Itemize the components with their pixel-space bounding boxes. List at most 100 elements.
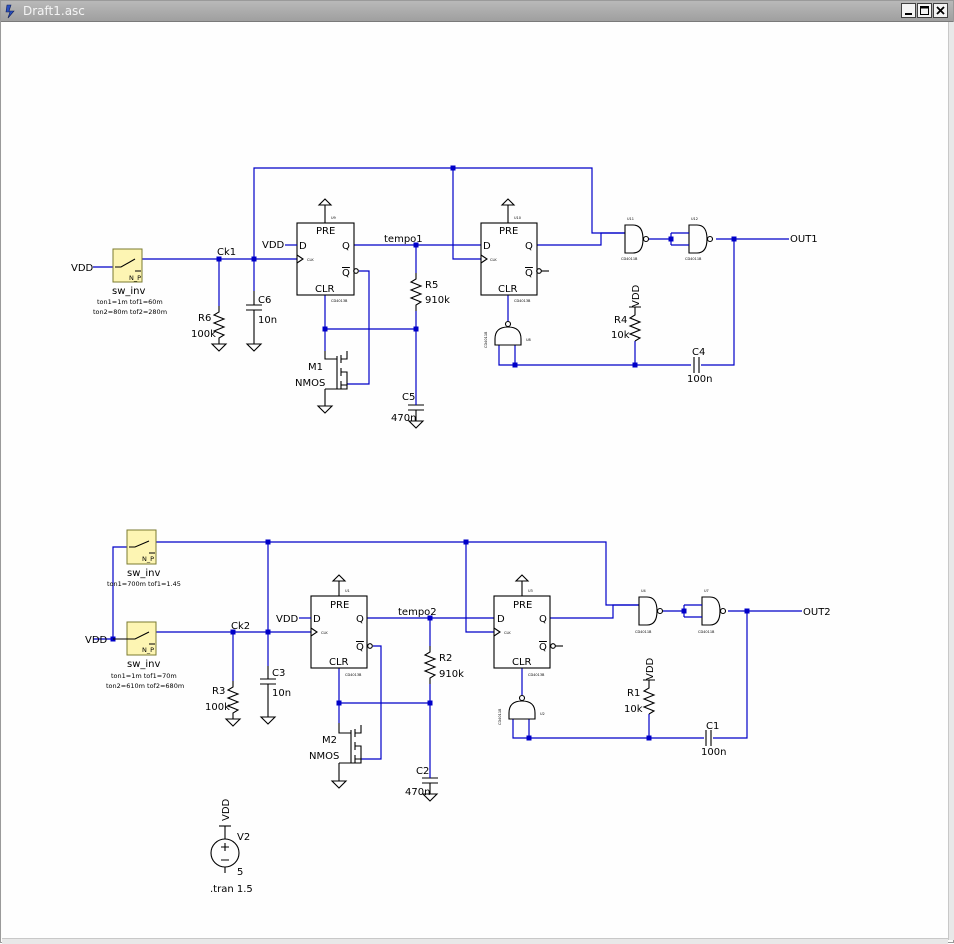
circuit-1: VDD N_P sw_inv ton1=1m tof1=60m ton2=80m… (71, 165, 818, 429)
flip-flop-u1[interactable] (310, 574, 373, 669)
svg-text:Q: Q (525, 241, 533, 252)
switch-name: sw_inv (112, 286, 146, 297)
flip-flop-u9[interactable] (296, 198, 359, 296)
svg-text:VDD: VDD (631, 284, 642, 307)
wire[interactable] (361, 645, 382, 760)
flip-flop-u10[interactable] (480, 198, 549, 296)
minimize-button[interactable] (901, 3, 916, 18)
svg-text:D: D (497, 614, 505, 625)
wire[interactable] (156, 541, 639, 606)
switch-sw-inv[interactable]: N_P (112, 248, 143, 283)
nand-gate-u11[interactable] (624, 224, 650, 254)
svg-text:CLK: CLK (504, 631, 511, 635)
maximize-button[interactable] (917, 3, 932, 18)
svg-text:CD4013B: CD4013B (331, 299, 348, 303)
capacitor-c5[interactable] (408, 396, 424, 421)
output-label: OUT2 (803, 607, 831, 618)
svg-text:U4: U4 (641, 589, 647, 593)
svg-text:R5: R5 (425, 280, 438, 291)
spice-directive[interactable]: .tran 1.5 (210, 884, 253, 895)
circuit-2: VDD N_P sw_inv ton1=700m tof1=1.45 N_P s… (85, 529, 831, 802)
wire[interactable] (112, 546, 127, 639)
svg-text:R3: R3 (212, 686, 225, 697)
nand-gate-u8[interactable] (494, 320, 522, 346)
svg-text:C4: C4 (692, 347, 705, 358)
capacitor-c6[interactable] (246, 291, 262, 344)
svg-text:U10: U10 (514, 216, 521, 220)
svg-text:Q: Q (356, 642, 364, 653)
svg-text:PRE: PRE (316, 226, 335, 237)
svg-text:CLR: CLR (329, 657, 349, 668)
svg-text:D: D (313, 614, 321, 625)
svg-text:100n: 100n (701, 747, 726, 758)
capacitor-c2[interactable] (422, 769, 438, 794)
wire[interactable] (347, 270, 370, 385)
ltspice-app-icon (5, 4, 15, 19)
svg-text:Q: Q (539, 642, 547, 653)
svg-text:PRE: PRE (330, 600, 349, 611)
svg-text:CD4011B: CD4011B (498, 708, 502, 725)
svg-text:CD4011B: CD4011B (621, 257, 638, 261)
schematic-drawing[interactable]: VDD N_P sw_inv ton1=1m tof1=60m ton2=80m… (2, 22, 948, 940)
svg-text:C1: C1 (706, 721, 719, 732)
svg-text:R1: R1 (627, 688, 640, 699)
mosfet-m1[interactable] (324, 351, 348, 406)
resistor-r2[interactable] (423, 646, 437, 684)
nand-gate-u12[interactable] (671, 224, 714, 254)
svg-text:Q: Q (356, 614, 364, 625)
junction-dots (216, 165, 737, 368)
mosfet-m2[interactable] (338, 723, 362, 781)
resistor-r6[interactable] (212, 306, 226, 344)
svg-text:CLR: CLR (315, 284, 335, 295)
nand-gate-u2[interactable] (508, 694, 536, 720)
horizontal-scrollbar[interactable] (2, 938, 948, 944)
svg-text:N_P: N_P (142, 646, 154, 654)
ground-icon (317, 405, 333, 414)
flip-flop-u3[interactable] (493, 574, 563, 669)
output-label: OUT1 (790, 234, 818, 245)
wire[interactable] (465, 542, 494, 633)
switch-params: ton1=700m tof1=1.45 (107, 580, 181, 588)
resistor-r5[interactable] (409, 273, 423, 311)
resistor-r4[interactable] (628, 311, 642, 342)
svg-text:CD4011B: CD4011B (698, 630, 715, 634)
wire[interactable] (537, 232, 625, 246)
net-label: tempo2 (398, 607, 437, 618)
wire[interactable] (498, 345, 691, 366)
svg-text:N_P: N_P (142, 555, 154, 563)
svg-text:CLK: CLK (307, 258, 314, 262)
svg-text:U8: U8 (526, 338, 531, 342)
schematic-canvas[interactable]: VDD N_P sw_inv ton1=1m tof1=60m ton2=80m… (2, 22, 948, 940)
nand-gate-u4[interactable] (638, 596, 664, 626)
svg-text:10n: 10n (272, 688, 291, 699)
svg-text:100k: 100k (205, 702, 230, 713)
wire[interactable] (452, 168, 481, 260)
voltage-source-v2[interactable] (210, 825, 240, 873)
resistor-r1[interactable] (642, 684, 656, 715)
svg-text:PRE: PRE (499, 226, 518, 237)
wire[interactable] (550, 604, 639, 619)
title-bar[interactable]: Draft1.asc (1, 1, 953, 22)
svg-text:R4: R4 (614, 315, 627, 326)
svg-text:R6: R6 (198, 313, 211, 324)
wire[interactable] (701, 239, 735, 366)
capacitor-c4[interactable] (693, 357, 700, 373)
net-label: tempo1 (384, 234, 423, 245)
switch-sw-inv[interactable]: N_P (126, 529, 157, 565)
svg-text:CD4011B: CD4011B (484, 331, 488, 348)
switch-params: ton1=1m tof1=70m (111, 672, 177, 680)
resistor-r3[interactable] (226, 681, 240, 719)
ground-icon (246, 343, 262, 352)
wire[interactable] (713, 611, 748, 739)
nand-gate-u7[interactable] (684, 596, 727, 626)
svg-text:D: D (299, 241, 307, 252)
vertical-scrollbar[interactable] (948, 22, 954, 940)
close-button[interactable] (933, 3, 948, 18)
svg-text:10k: 10k (624, 704, 643, 715)
capacitor-c1[interactable] (705, 730, 712, 746)
svg-text:CD4013B: CD4013B (528, 673, 545, 677)
switch-sw-inv[interactable]: N_P (113, 621, 157, 656)
capacitor-c3[interactable] (260, 666, 276, 717)
svg-text:10k: 10k (611, 330, 630, 341)
wire[interactable] (512, 719, 704, 739)
